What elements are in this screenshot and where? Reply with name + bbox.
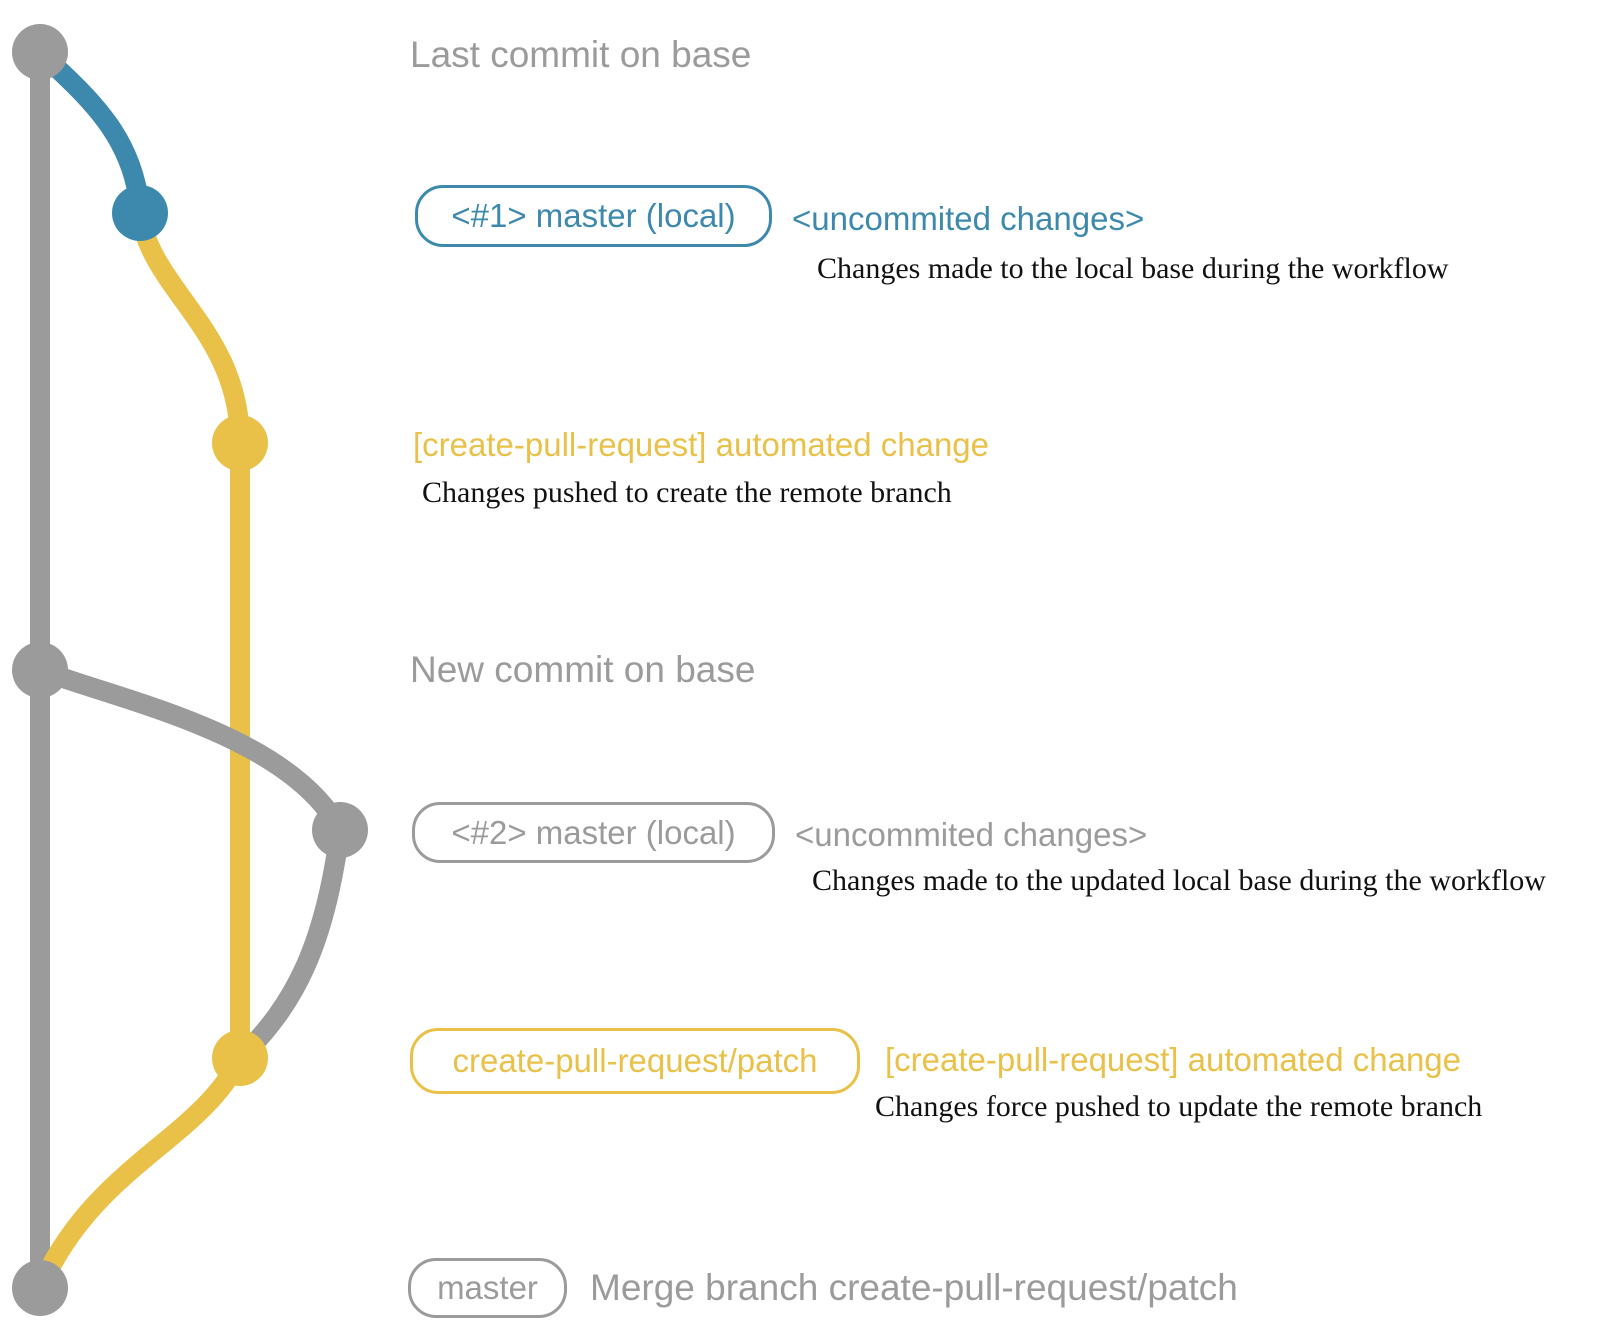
remote-branch-curve-from-local	[130, 203, 250, 453]
commit-graph	[12, 24, 368, 1316]
commit-dot-remote-1	[212, 415, 268, 471]
commit-dot-merge	[12, 1260, 68, 1316]
automated-change-note-2: [create-pull-request] automated change	[885, 1041, 1462, 1078]
uncommited-changes-note-1: <uncommited changes>	[792, 200, 1145, 237]
local-2-curve-to-remote	[230, 820, 350, 1068]
badge-create-pull-request-patch: create-pull-request/patch	[410, 1028, 860, 1094]
commit-dot-local-2	[312, 802, 368, 858]
local-2-description: Changes made to the updated local base d…	[812, 864, 1546, 897]
commit-dot-remote-2	[212, 1030, 268, 1086]
badge-master: master	[408, 1258, 567, 1318]
uncommited-changes-note-2: <uncommited changes>	[795, 816, 1148, 853]
local-1-description: Changes made to the local base during th…	[817, 252, 1449, 285]
remote-branch-merge-curve	[30, 1048, 250, 1298]
badge-master-local-2-label: <#2> master (local)	[451, 813, 736, 851]
last-commit-label: Last commit on base	[410, 34, 752, 75]
automated-change-note-1: [create-pull-request] automated change	[413, 426, 990, 463]
badge-create-pull-request-patch-label: create-pull-request/patch	[452, 1042, 818, 1079]
commit-dot-new-base	[12, 642, 68, 698]
push-2-description: Changes force pushed to update the remot…	[875, 1090, 1483, 1123]
local-branch-curve-1	[30, 42, 150, 223]
badge-master-local-2: <#2> master (local)	[412, 802, 775, 863]
push-1-description: Changes pushed to create the remote bran…	[422, 476, 952, 509]
merge-branch-label: Merge branch create-pull-request/patch	[590, 1267, 1238, 1308]
commit-dot-last-base	[12, 24, 68, 80]
new-commit-label: New commit on base	[410, 649, 756, 690]
badge-master-local-1: <#1> master (local)	[415, 185, 772, 247]
base-branch-curve-to-local-2	[30, 660, 350, 840]
badge-master-label: master	[437, 1269, 538, 1306]
commit-dot-local-1	[112, 185, 168, 241]
badge-master-local-1-label: <#1> master (local)	[451, 197, 736, 234]
